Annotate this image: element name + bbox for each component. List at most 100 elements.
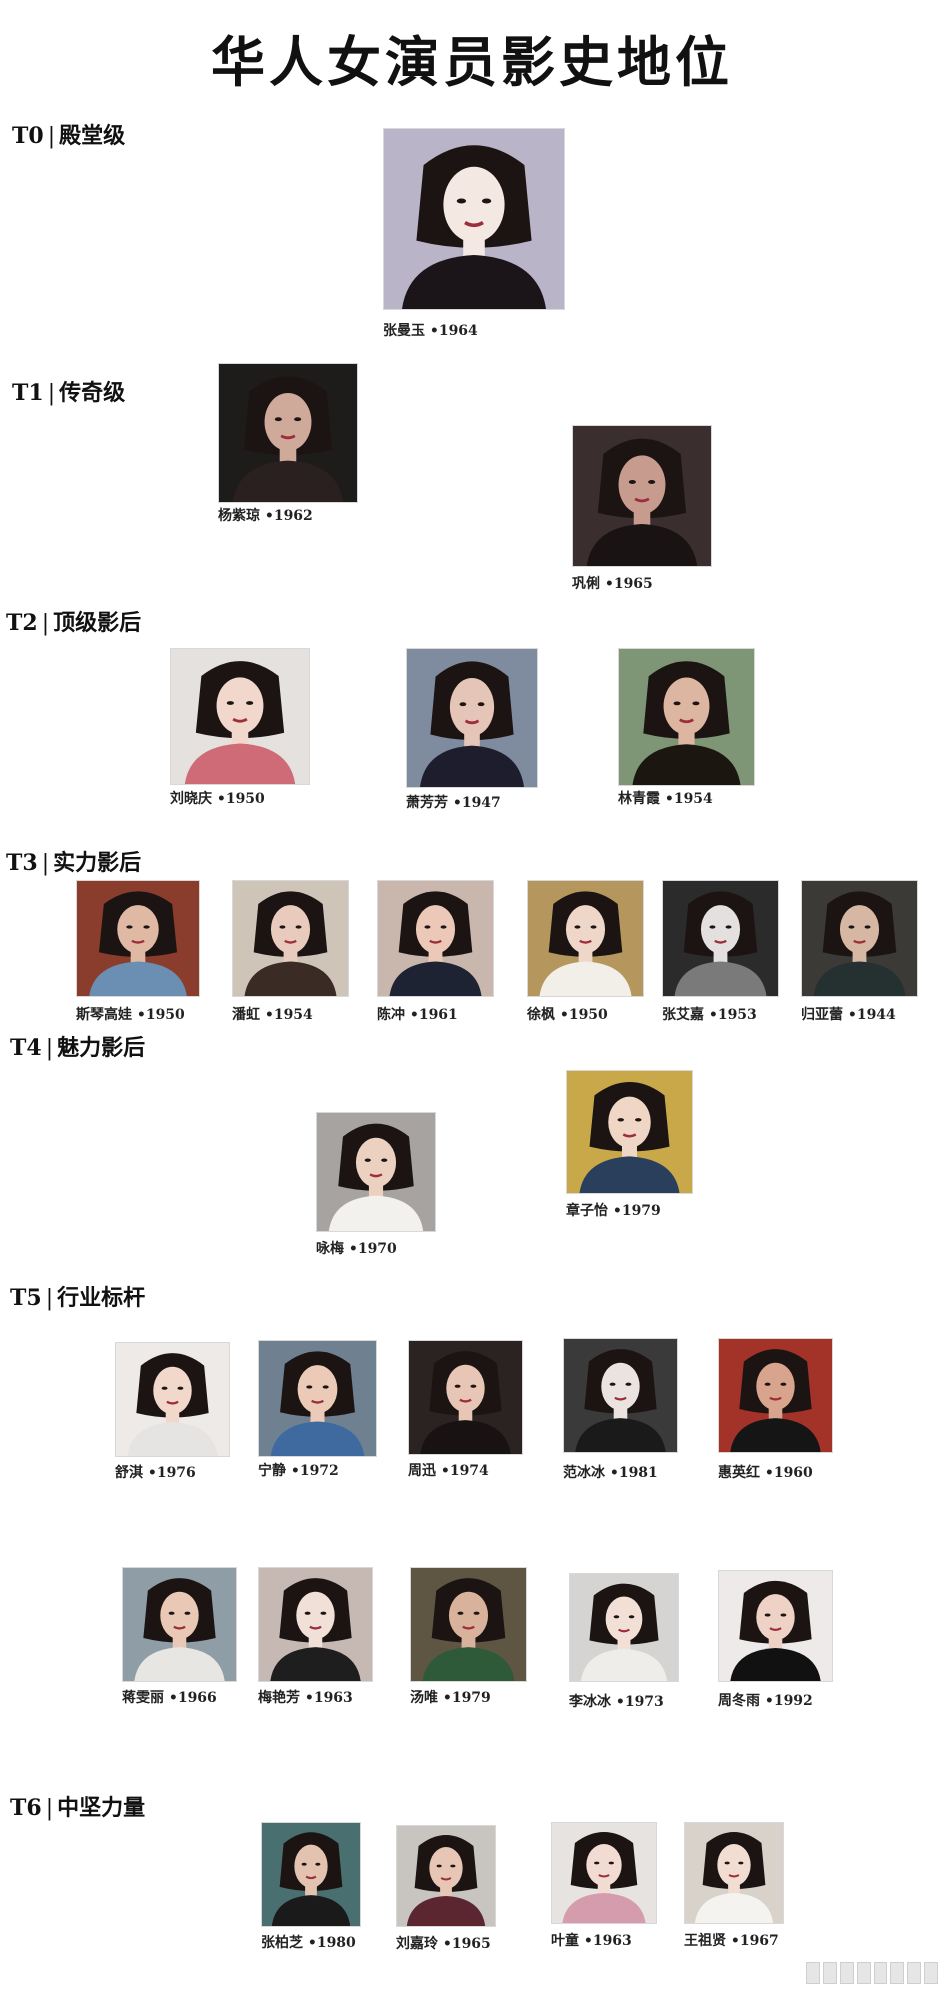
- actress-photo: [569, 1573, 679, 1682]
- tier-name: 传奇级: [59, 380, 126, 406]
- actress-caption: 梅艳芳 •1963: [258, 1690, 353, 1706]
- actress-photo: [662, 880, 779, 997]
- actress-caption: 张曼玉 •1964: [383, 323, 478, 339]
- actress-caption: 咏梅 •1970: [316, 1241, 397, 1257]
- actress-photo: [718, 1338, 833, 1453]
- actress-card: 章子怡 •1979: [566, 1070, 693, 1232]
- actress-card: 归亚蕾 •1944: [801, 880, 918, 1035]
- actress-photo: [527, 880, 644, 997]
- tier-name: 行业标杆: [57, 1285, 146, 1311]
- actress-photo: [258, 1567, 373, 1682]
- actress-card: 叶童 •1963: [551, 1822, 657, 1962]
- tier-label-t3: T3|实力影后: [6, 845, 141, 877]
- tier-code: T6: [10, 1795, 42, 1821]
- tier-label-t2: T2|顶级影后: [6, 605, 141, 637]
- actress-photo: [396, 1825, 496, 1927]
- actress-card: 刘嘉玲 •1965: [396, 1825, 496, 1965]
- actress-caption: 舒淇 •1976: [115, 1465, 196, 1481]
- actress-photo: [232, 880, 349, 997]
- actress-photo: [618, 648, 755, 786]
- actress-caption: 范冰冰 •1981: [563, 1465, 658, 1481]
- tier-name: 魅力影后: [57, 1035, 146, 1061]
- actress-caption: 章子怡 •1979: [566, 1203, 661, 1219]
- tier-separator: |: [45, 1286, 54, 1311]
- actress-caption: 宁静 •1972: [258, 1463, 339, 1479]
- actress-caption: 杨紫琼 •1962: [218, 508, 313, 524]
- tier-separator: |: [47, 381, 56, 406]
- actress-caption: 归亚蕾 •1944: [801, 1007, 896, 1023]
- tier-name: 实力影后: [53, 850, 142, 876]
- actress-card: 林青霞 •1954: [618, 648, 755, 824]
- actress-card: 王祖贤 •1967: [684, 1822, 784, 1962]
- tier-code: T4: [10, 1035, 42, 1061]
- actress-photo: [261, 1822, 361, 1927]
- actress-caption: 陈冲 •1961: [377, 1007, 458, 1023]
- actress-card: 李冰冰 •1973: [569, 1573, 679, 1720]
- tier-separator: |: [47, 124, 56, 149]
- actress-photo: [377, 880, 494, 997]
- actress-photo: [115, 1342, 230, 1457]
- actress-card: 张艾嘉 •1953: [662, 880, 779, 1035]
- corner-watermark-strip: [806, 1962, 938, 1984]
- actress-caption: 蒋雯丽 •1966: [122, 1690, 217, 1706]
- tier-name: 顶级影后: [53, 610, 142, 636]
- actress-caption: 萧芳芳 •1947: [406, 795, 501, 811]
- actress-card: 梅艳芳 •1963: [258, 1567, 373, 1720]
- actress-caption: 张柏芝 •1980: [261, 1935, 356, 1951]
- actress-caption: 潘虹 •1954: [232, 1007, 313, 1023]
- actress-photo: [383, 128, 565, 310]
- actress-caption: 惠英红 •1960: [718, 1465, 813, 1481]
- page-title: 华人女演员影史地位: [211, 31, 733, 94]
- tier-separator: |: [45, 1796, 54, 1821]
- actress-card: 陈冲 •1961: [377, 880, 494, 1035]
- actress-card: 杨紫琼 •1962: [218, 363, 358, 541]
- actress-caption: 周冬雨 •1992: [718, 1693, 813, 1709]
- actress-caption: 张艾嘉 •1953: [662, 1007, 757, 1023]
- actress-photo: [218, 363, 358, 503]
- actress-card: 蒋雯丽 •1966: [122, 1567, 237, 1720]
- actress-caption: 王祖贤 •1967: [684, 1933, 779, 1949]
- actress-caption: 叶童 •1963: [551, 1933, 632, 1949]
- actress-card: 周迅 •1974: [408, 1340, 523, 1493]
- actress-card: 咏梅 •1970: [316, 1112, 436, 1270]
- actress-card: 刘晓庆 •1950: [170, 648, 310, 823]
- actress-card: 惠英红 •1960: [718, 1338, 833, 1491]
- actress-photo: [316, 1112, 436, 1232]
- actress-caption: 斯琴高娃 •1950: [76, 1007, 185, 1023]
- actress-card: 宁静 •1972: [258, 1340, 377, 1495]
- tier-code: T2: [6, 610, 38, 636]
- actress-card: 舒淇 •1976: [115, 1342, 230, 1495]
- actress-card: 萧芳芳 •1947: [406, 648, 538, 826]
- actress-caption: 李冰冰 •1973: [569, 1694, 664, 1710]
- actress-photo: [801, 880, 918, 997]
- tier-label-t5: T5|行业标杆: [10, 1280, 145, 1312]
- actress-caption: 巩俐 •1965: [572, 576, 653, 592]
- actress-photo: [566, 1070, 693, 1194]
- tier-label-t6: T6|中坚力量: [10, 1790, 145, 1822]
- actress-card: 范冰冰 •1981: [563, 1338, 678, 1491]
- actress-caption: 汤唯 •1979: [410, 1690, 491, 1706]
- tier-code: T0: [12, 123, 44, 149]
- tier-name: 中坚力量: [57, 1795, 146, 1821]
- actress-caption: 林青霞 •1954: [618, 791, 713, 807]
- actress-photo: [551, 1822, 657, 1924]
- actress-photo: [406, 648, 538, 788]
- actress-card: 斯琴高娃 •1950: [76, 880, 200, 1035]
- tier-label-t1: T1|传奇级: [12, 375, 125, 407]
- tier-name: 殿堂级: [59, 123, 126, 149]
- actress-photo: [718, 1570, 833, 1682]
- actress-photo: [563, 1338, 678, 1453]
- actress-photo: [258, 1340, 377, 1457]
- actress-card: 张曼玉 •1964: [383, 128, 565, 348]
- actress-card: 巩俐 •1965: [572, 425, 712, 605]
- actress-photo: [122, 1567, 237, 1682]
- tier-label-t4: T4|魅力影后: [10, 1030, 145, 1062]
- actress-caption: 刘嘉玲 •1965: [396, 1936, 491, 1952]
- actress-card: 周冬雨 •1992: [718, 1570, 833, 1720]
- tier-code: T1: [12, 380, 44, 406]
- actress-photo: [76, 880, 200, 997]
- actress-caption: 周迅 •1974: [408, 1463, 489, 1479]
- actress-caption: 徐枫 •1950: [527, 1007, 608, 1023]
- actress-photo: [684, 1822, 784, 1924]
- actress-card: 潘虹 •1954: [232, 880, 349, 1035]
